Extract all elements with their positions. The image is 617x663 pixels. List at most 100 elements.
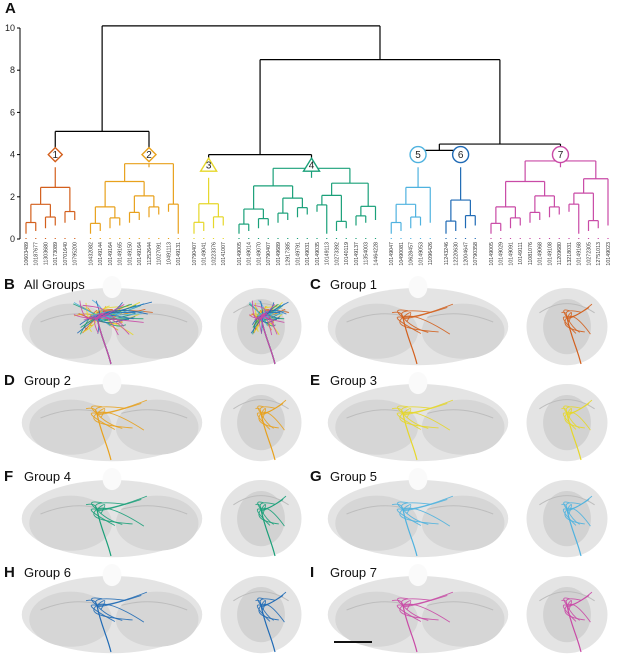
neuron-branch <box>402 600 412 611</box>
leaf-label: 10149108 <box>547 242 553 266</box>
neuron-branch <box>257 597 264 606</box>
neuron-branch <box>249 314 262 319</box>
brain-fold <box>233 399 289 410</box>
midline-gap <box>102 372 122 395</box>
neuron-branch <box>255 599 262 606</box>
brain-fold <box>346 409 409 419</box>
brain-panel-title: Group 6 <box>24 565 71 580</box>
neuron-axon <box>566 413 582 461</box>
neuron-branch <box>96 591 148 606</box>
brain-panel-title: Group 7 <box>330 565 377 580</box>
neuron-branch <box>402 591 454 606</box>
neuron-branch <box>402 413 429 429</box>
neuron-branch <box>561 407 568 414</box>
midline-gap <box>408 372 428 395</box>
brain-fold <box>346 313 409 323</box>
leaf-label: 10795200 <box>73 242 79 266</box>
neuron-branch <box>402 399 454 414</box>
leaf-label: 10149144 <box>98 242 104 266</box>
brain-fold <box>40 601 103 611</box>
neuron-branch <box>91 501 103 510</box>
brain-lobe <box>115 303 199 359</box>
group-marker-label: 4 <box>309 161 315 172</box>
leaf-label: 10149111 <box>518 242 524 265</box>
brain-render-front-view <box>324 564 512 656</box>
brain-fold <box>427 409 494 419</box>
neuron-branch <box>96 504 106 515</box>
neuron-branch <box>96 605 123 621</box>
neuron-branch <box>91 405 103 414</box>
brain-lobe <box>335 591 418 647</box>
brain-fold <box>427 313 494 323</box>
leaf-label: 10701640 <box>63 242 69 266</box>
brain-lobe <box>29 591 112 647</box>
neuron-branch <box>402 605 429 621</box>
leaf-label: 10140119 <box>344 242 350 265</box>
neuron-branch <box>564 317 585 333</box>
neuron-branch <box>251 300 262 320</box>
neuron-branch <box>85 599 98 606</box>
neuron-axon <box>260 509 276 557</box>
brain-lobe <box>421 399 505 455</box>
neuron-branch <box>258 509 279 525</box>
neuron-branch <box>402 303 454 318</box>
neuron-branch <box>90 412 116 430</box>
neuron-branch <box>566 600 572 611</box>
neuron-branch <box>96 495 148 510</box>
neuron-branch <box>566 312 572 323</box>
neuron-branch <box>566 411 591 431</box>
y-tick-label: 8 <box>10 65 15 75</box>
neuron-axon <box>96 605 112 653</box>
brain-lobe <box>421 495 505 551</box>
neuron-branch <box>96 314 119 336</box>
neuron-branch <box>566 603 591 623</box>
brain-fold <box>40 409 103 419</box>
leaf-label: 10173089 <box>53 242 59 266</box>
leaf-label: 10790407 <box>266 242 272 266</box>
leaf-label: 12004647 <box>463 242 469 266</box>
leaf-label: 10187677 <box>34 242 40 266</box>
neuron-axon <box>402 605 418 653</box>
leaf-label: 11096426 <box>428 242 434 265</box>
brain-render-front-view <box>18 564 206 656</box>
panel-label-h: H <box>4 564 15 581</box>
neuron-branch <box>391 407 404 414</box>
leaf-label: 10149035 <box>315 242 321 266</box>
brain-panel-title: Group 5 <box>330 469 377 484</box>
brain-panel-title: All Groups <box>24 277 85 292</box>
leaf-label: 10149113 <box>325 242 331 265</box>
leaf-label: 10491113 <box>166 242 172 265</box>
group-marker-triangle <box>302 156 321 172</box>
neuron-branch <box>255 503 262 510</box>
neuron-branch <box>562 412 577 430</box>
neuron-branch <box>402 408 412 419</box>
brain-render-side-view <box>521 372 613 464</box>
neuron-branch <box>563 501 570 510</box>
brain-render-side-view <box>215 372 307 464</box>
neuron-branch <box>96 408 106 419</box>
neuron-axon <box>260 413 276 461</box>
leaf-label: 10432082 <box>88 242 94 266</box>
leaf-label: 10149164 <box>137 242 143 266</box>
brain-render-front-view <box>18 468 206 560</box>
neuron-branch <box>396 604 422 622</box>
neuron-branch <box>79 300 98 320</box>
neuron-branch <box>561 503 568 510</box>
neuron-branch <box>561 599 568 606</box>
neuron-branch <box>260 600 266 611</box>
neuron-branch <box>397 501 409 510</box>
neuron-branch <box>254 313 265 321</box>
neuron-branch <box>260 507 285 527</box>
group-marker-label: 2 <box>146 150 152 161</box>
group-marker-diamond <box>47 146 64 163</box>
neuron-branch <box>257 501 264 510</box>
neuron-axon <box>96 317 112 365</box>
neuron-branch <box>402 495 454 510</box>
neuron-branch <box>96 315 130 335</box>
leaf-label: 14464228 <box>373 242 379 266</box>
leaf-label: 12751013 <box>596 242 602 266</box>
neuron-branch <box>566 507 591 527</box>
neuron-branch <box>402 312 412 323</box>
neuron-branch <box>96 509 123 525</box>
brain-render-front-view <box>324 468 512 560</box>
